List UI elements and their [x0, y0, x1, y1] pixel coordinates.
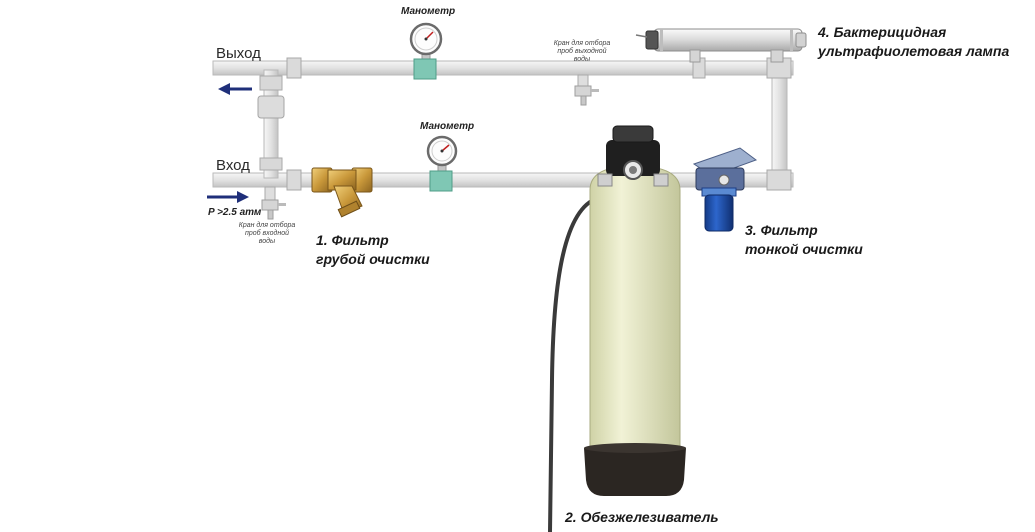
bottom-pressure-gauge: [426, 135, 458, 192]
uv-lamp: [635, 28, 807, 63]
coarse-filter-strainer: [311, 167, 373, 218]
outlet-sampling-tap: [574, 74, 599, 106]
uv-lamp-body: [653, 28, 803, 52]
inlet-flow-arrow: [207, 191, 249, 203]
fine-filter-label: 3. Фильтр тонкой очистки: [745, 221, 863, 259]
drain-hose: [548, 196, 599, 532]
outlet-pipe-label: Выход: [216, 45, 261, 62]
inlet-tap-label: Кран для отбора проб входной воды: [238, 222, 296, 245]
coupling: [766, 169, 792, 191]
top-gauge-label: Манометр: [401, 6, 456, 17]
top-pressure-gauge: [409, 22, 443, 80]
iron-remover-tank: [548, 125, 686, 532]
coupling: [286, 169, 302, 191]
fine-filter: [692, 147, 758, 232]
pressure-value: >2.5 атм: [217, 207, 262, 218]
uv-lamp-label-line1: 4. Бактерицидная: [818, 24, 947, 40]
fine-filter-housing: [704, 194, 734, 232]
pressure-label: P >2.5 атм: [208, 207, 261, 218]
bottom-gauge-label: Манометр: [420, 121, 475, 132]
coupling: [286, 57, 302, 79]
coarse-filter-label-line1: 1. Фильтр: [316, 232, 389, 248]
bypass-fitting-top: [259, 75, 283, 91]
inlet-sampling-tap: [261, 186, 286, 220]
outlet-flow-arrow: [218, 83, 252, 95]
uv-lamp-label: 4. Бактерицидная ультрафиолетовая лампа: [818, 23, 1009, 61]
coarse-filter-label: 1. Фильтр грубой очистки: [316, 231, 430, 269]
tank-body: [589, 165, 681, 471]
coarse-filter-label-line2: грубой очистки: [316, 251, 430, 267]
tank-base: [584, 448, 686, 496]
outlet-tap-label: Кран для отбора проб выходной воды: [553, 40, 611, 63]
iron-remover-label: 2. Обезжелезиватель: [565, 509, 719, 525]
bypass-valve-body: [257, 95, 285, 119]
pressure-symbol: P: [208, 207, 215, 218]
fine-filter-label-line2: тонкой очистки: [745, 241, 863, 257]
right-vertical-pipe: [771, 60, 788, 188]
inlet-pipe-label: Вход: [216, 157, 250, 174]
bypass-fitting-bottom: [259, 157, 283, 171]
outlet-pipe: [212, 60, 794, 76]
uv-lamp-label-line2: ультрафиолетовая лампа: [818, 43, 1010, 59]
fine-filter-label-line1: 3. Фильтр: [745, 222, 818, 238]
tank-valve-head: [606, 140, 660, 176]
